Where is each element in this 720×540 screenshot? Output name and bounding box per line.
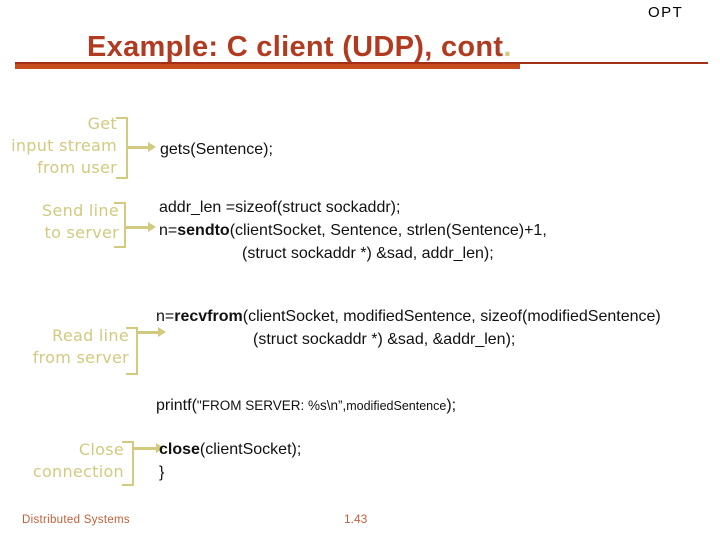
code-line: n=recvfrom(clientSocket, modifiedSentenc… [156, 308, 661, 325]
code-close: close(clientSocket); } [159, 438, 301, 484]
annotation-line: from server [32, 348, 129, 367]
annotation-close-connection: Close connection [0, 439, 124, 483]
code-printf: printf("FROM SERVER: %s\n”,modifiedSente… [156, 397, 457, 414]
annotation-get-input-stream: Get input stream from user [0, 113, 117, 179]
annotation-line: connection [32, 462, 124, 481]
code-line: (struct sockaddr *) &sad, addr_len); [242, 245, 494, 262]
right-arrow-icon [134, 443, 164, 452]
code-line: (struct sockaddr *) &sad, &addr_len); [253, 331, 516, 348]
annotation-line: Send line [42, 201, 119, 220]
code-line: } [159, 464, 165, 481]
annotation-line: to server [44, 223, 119, 242]
annotation-read-line: Read line from server [0, 325, 129, 369]
annotation-line: Read line [52, 326, 129, 345]
code-recvfrom: n=recvfrom(clientSocket, modifiedSentenc… [156, 305, 661, 351]
right-arrow-icon [126, 222, 156, 231]
annotation-line: input stream [11, 136, 117, 155]
right-arrow-icon [138, 327, 166, 336]
bracket-icon [126, 327, 138, 375]
keyword-close: close [159, 441, 200, 458]
annotation-line: Get [87, 114, 117, 133]
bracket-icon [116, 117, 128, 179]
bracket-icon [114, 202, 126, 248]
footer-course-name: Distributed Systems [22, 514, 130, 526]
code-sendto: addr_len =sizeof(struct sockaddr); n=sen… [159, 196, 547, 265]
bracket-icon [122, 441, 134, 486]
code-line: addr_len =sizeof(struct sockaddr); [159, 199, 401, 216]
keyword-sendto: sendto [177, 222, 230, 239]
right-arrow-icon [128, 142, 156, 151]
code-line: n=sendto(clientSocket, Sentence, strlen(… [159, 222, 547, 239]
slide-title-period: . [503, 31, 512, 63]
corner-label: OPT [648, 4, 684, 21]
annotation-line: Close [78, 440, 124, 459]
code-line: close(clientSocket); [159, 441, 302, 458]
title-underline-thin [15, 62, 708, 64]
annotation-send-line: Send line to server [0, 200, 119, 244]
keyword-recvfrom: recvfrom [174, 308, 243, 325]
code-gets: gets(Sentence); [160, 138, 273, 161]
page-number: 1.43 [344, 512, 368, 526]
annotation-line: from user [37, 158, 117, 177]
code-line: gets(Sentence); [160, 141, 273, 158]
title-underline-thick [15, 64, 520, 69]
slide-title: Example: C client (UDP), cont. [87, 31, 512, 64]
slide-title-text: Example: C client (UDP), cont [87, 31, 504, 63]
